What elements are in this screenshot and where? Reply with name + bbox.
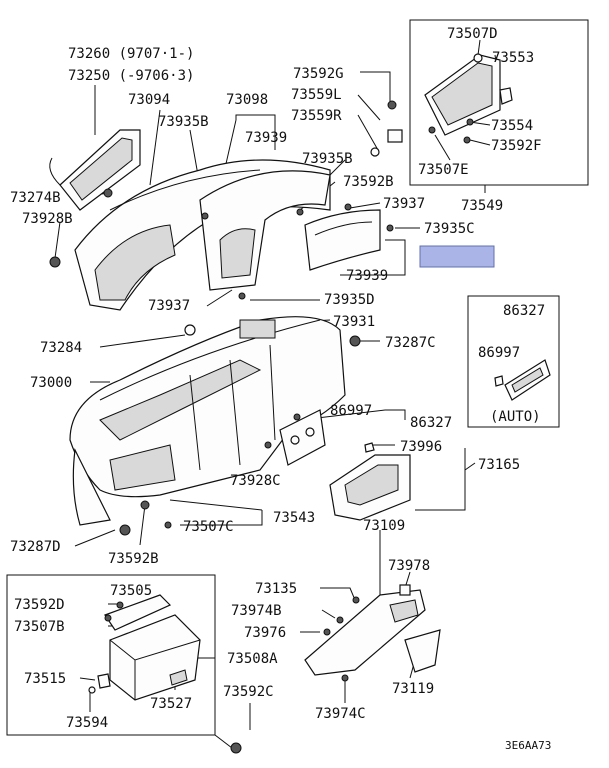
label-86327-2: 86327 [410,415,452,431]
label-73974c: 73974C [315,706,366,722]
label-73119: 73119 [392,681,434,697]
label-73592f: 73592F [491,138,542,154]
label-73507e: 73507E [418,162,469,178]
label-73935c: 73935C [424,221,475,237]
label-73287d: 73287D [10,539,61,555]
meter-hood [199,170,331,291]
label-73928b: 73928B [22,211,73,227]
label-73592b-1: 73592B [343,174,394,190]
label-86997-1: 86997 [478,345,520,361]
label-73135: 73135 [255,581,297,597]
lower-panel [304,584,441,676]
label-73592d: 73592D [14,597,65,613]
label-73928c: 73928C [230,473,281,489]
label-73000: 73000 [30,375,72,391]
label-73098: 73098 [226,92,268,108]
label-73559r: 73559R [291,108,342,124]
label-73507b: 73507B [14,619,65,635]
label-86327-1: 86327 [503,303,545,319]
label-86997-2: 86997 [330,403,372,419]
label-73287c: 73287C [385,335,436,351]
highlight-box [419,245,495,268]
label-73939-1: 73939 [245,130,287,146]
label-73931: 73931 [333,314,375,330]
label-73250: 73250 (-9706·3) [68,68,194,84]
label-73507d: 73507D [447,26,498,42]
airbag-kit-box [409,19,589,186]
label-73937-2: 73937 [148,298,190,314]
label-73508a: 73508A [227,651,278,667]
label-73937-1: 73937 [383,196,425,212]
label-73543: 73543 [273,510,315,526]
glove-box-kit-box [6,574,216,736]
label-73996: 73996 [400,439,442,455]
label-73505: 73505 [110,583,152,599]
label-73527: 73527 [150,696,192,712]
label-73976: 73976 [244,625,286,641]
glove-box [88,594,201,701]
dashboard-body [69,316,346,526]
label-73554: 73554 [491,118,533,134]
label-73592b-2: 73592B [108,551,159,567]
label-auto: (AUTO) [490,409,541,425]
fasteners [49,100,474,754]
label-73549: 73549 [461,198,503,214]
label-73553: 73553 [492,50,534,66]
label-73935d: 73935D [324,292,375,308]
label-73094: 73094 [128,92,170,108]
label-73274b: 73274B [10,190,61,206]
label-73594: 73594 [66,715,108,731]
label-73109: 73109 [363,518,405,534]
auto-ac-panel [494,359,551,401]
label-73284: 73284 [40,340,82,356]
label-73592c: 73592C [223,684,274,700]
airbag-kit [370,53,513,157]
label-73974b: 73974B [231,603,282,619]
center-bezel [329,442,411,521]
callout-labels: 73260 (9707·1-) 73250 (-9706·3) 73094 73… [10,26,551,752]
diagram-code: 3E6AA73 [505,739,551,752]
label-73260: 73260 (9707·1-) [68,46,194,62]
label-73559l: 73559L [291,87,342,103]
label-73507c: 73507C [183,519,234,535]
airbag-module [49,129,141,211]
label-73935b-2: 73935B [302,151,353,167]
ac-panel [279,409,326,466]
label-73939-2: 73939 [346,268,388,284]
glove-lid-upper [304,209,381,271]
auto-switch-box [467,295,560,428]
label-73165: 73165 [478,457,520,473]
label-73978: 73978 [388,558,430,574]
label-73935b-1: 73935B [158,114,209,130]
label-73592g: 73592G [293,66,344,82]
label-73515: 73515 [24,671,66,687]
